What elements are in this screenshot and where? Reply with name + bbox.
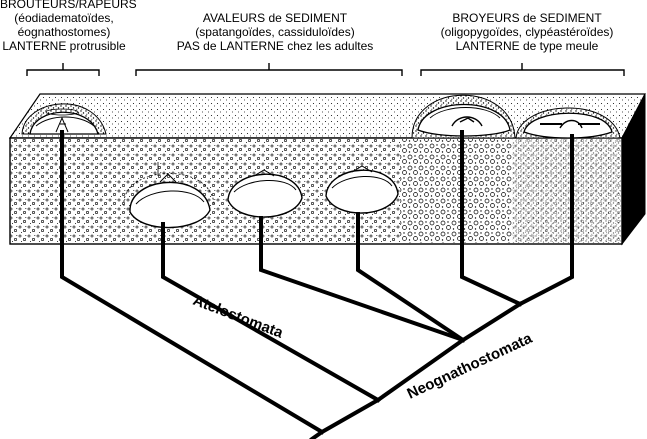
stem-neognathostomata (375, 301, 523, 403)
branch-crusher-2 (517, 134, 574, 307)
group-crushers-line-3: LANTERNE de type meule (455, 39, 599, 53)
bracket-grazers (26, 63, 100, 76)
phylogeny-tree (60, 130, 574, 439)
group-grazers-line-2: (éodiadematoïdes, (14, 11, 114, 25)
group-crushers-line-2: (oligopygoïdes, clypéastéroïdes) (440, 25, 614, 39)
clade-label-atelostomata: Atelostomata (191, 292, 286, 342)
deposit-feeder-urchin-3 (325, 165, 399, 214)
deposit-feeder-urchin-1 (123, 162, 215, 229)
group-grazers-line-4: LANTERNE protrusible (2, 39, 126, 53)
grazer-urchin (21, 103, 107, 135)
sediment-block-front-coarse (400, 139, 512, 243)
group-crushers-line-1: BROYEURS de SEDIMENT (452, 11, 602, 25)
branch-deposit-1 (161, 222, 381, 403)
stem-root (309, 397, 381, 439)
sediment-block-front-dense (512, 139, 621, 243)
deposit-feeder-urchin-2 (227, 169, 303, 218)
group-deposit-line-1: AVALEURS de SEDIMENT (202, 11, 348, 25)
group-deposit-feeders-label: AVALEURS de SEDIMENT (spatangoïdes, cass… (165, 11, 385, 53)
group-grazers-label: BROUTEURS/RAPEURS (éodiadematoïdes, éogn… (0, 0, 137, 53)
branch-crusher-1 (460, 130, 523, 307)
group-grazers-line-1: BROUTEURS/RAPEURS (0, 0, 137, 11)
sediment-block-side (621, 93, 646, 246)
branch-deposit-2 (259, 216, 466, 343)
bracket-crushers (420, 63, 625, 76)
brackets (26, 63, 625, 76)
crusher-urchin-2 (515, 107, 621, 139)
group-deposit-line-2: (spatangoïdes, cassiduloïdes) (195, 25, 355, 39)
group-grazers-line-3: éognathostomes) (17, 25, 111, 39)
group-crushers-label: BROYEURS de SEDIMENT (oligopygoïdes, cly… (432, 11, 622, 53)
branch-grazers (60, 130, 325, 435)
group-deposit-line-3: PAS de LANTERNE chez les adultes (176, 39, 374, 53)
crusher-urchin-1 (411, 94, 516, 139)
bracket-deposit-feeders (135, 63, 403, 76)
branch-deposit-3 (356, 212, 466, 343)
